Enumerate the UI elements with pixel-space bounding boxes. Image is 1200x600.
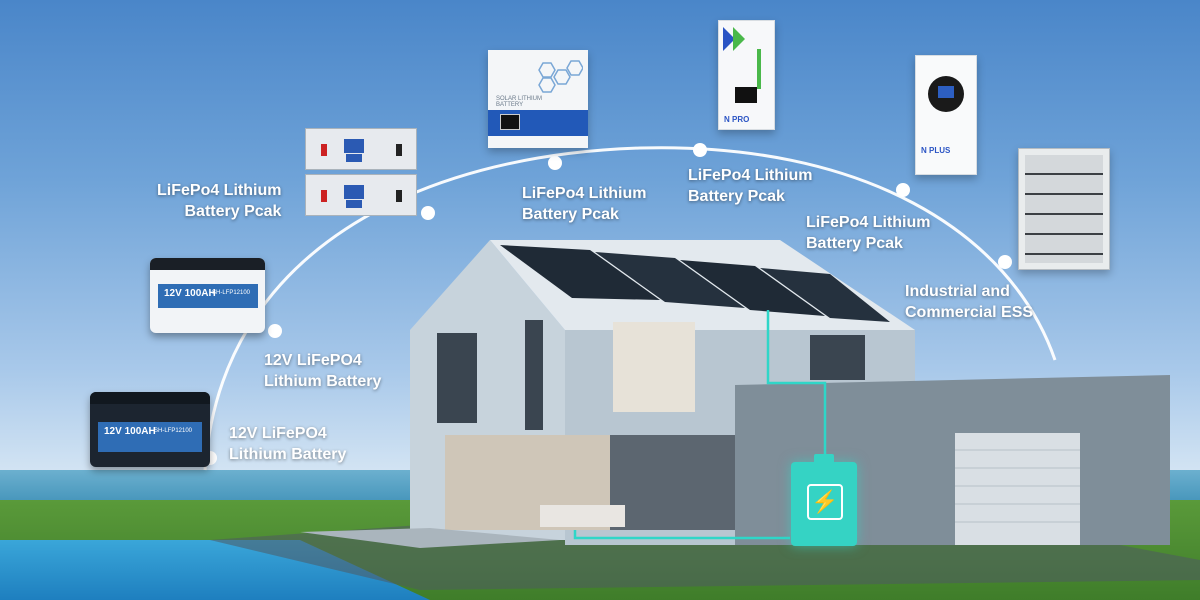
arc-dot: [998, 255, 1012, 269]
arc-dot: [268, 324, 282, 338]
arc-dot: [693, 143, 707, 157]
logo-graphic-icon: [723, 27, 745, 51]
wall-inverter-image: N PLUS: [915, 55, 977, 175]
solar-inverter-image: SOLAR LITHIUM BATTERY: [488, 50, 588, 148]
battery-icon: ⚡: [791, 454, 857, 546]
lightning-icon: ⚡: [807, 484, 843, 520]
label-battery-12v-upper: 12V LiFePO4 Lithium Battery: [264, 352, 382, 390]
arc-dot: [421, 206, 435, 220]
battery-model-text: 12V 100AH: [104, 426, 156, 437]
battery-model-code: SH-LFP12100: [154, 428, 193, 434]
label-wall-pack-3: LiFePo4 Lithium Battery Pcak: [806, 214, 931, 252]
battery-12v-lower-image: 12V 100AH SH-LFP12100: [90, 392, 210, 467]
label-battery-12v-lower: 12V LiFePO4 Lithium Battery: [229, 425, 347, 463]
wall-battery-image: N PRO: [718, 20, 775, 130]
label-industrial-ess: Industrial and Commercial ESS: [905, 283, 1034, 321]
rack-battery-pack-image: [305, 128, 417, 216]
inverter-text: SOLAR LITHIUM BATTERY: [496, 96, 543, 108]
label-wall-pack-1: LiFePo4 Lithium Battery Pcak: [522, 185, 647, 223]
wall-brand-label: N PRO: [724, 115, 750, 124]
label-wall-pack-2: LiFePo4 Lithium Battery Pcak: [688, 167, 813, 205]
solar-panels: [500, 245, 890, 322]
commercial-ess-cabinet-image: [1018, 148, 1110, 270]
battery-model-code: SH-LFP12100: [212, 290, 251, 296]
wall-brand-label: N PLUS: [921, 146, 951, 155]
battery-12v-upper-image: 12V 100AH SH-LFP12100: [150, 258, 265, 333]
arc-dot: [548, 156, 562, 170]
label-rack-pack: LiFePo4 Lithium Battery Pcak: [157, 182, 282, 220]
arc-dot: [896, 183, 910, 197]
hexagon-pattern-icon: [538, 60, 583, 93]
battery-model-text: 12V 100AH: [164, 288, 216, 299]
